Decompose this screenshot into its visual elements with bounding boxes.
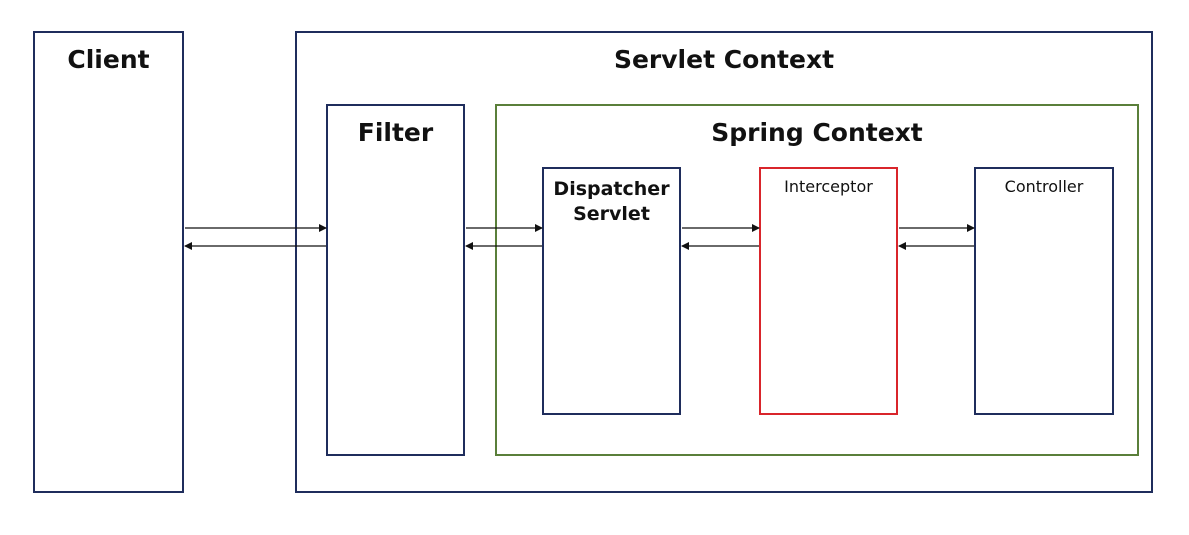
filter-box: Filter [326,104,465,456]
dispatcher-servlet-label: Dispatcher Servlet [553,178,670,225]
interceptor-label: Interceptor [784,177,873,196]
interceptor-box: Interceptor [759,167,898,415]
client-label: Client [67,45,150,74]
controller-label: Controller [1004,177,1084,196]
spring-context-box: Spring Context [495,104,1139,456]
spring-context-label: Spring Context [711,118,923,147]
client-box: Client [33,31,184,493]
filter-label: Filter [357,118,434,147]
controller-box: Controller [974,167,1114,415]
dispatcher-servlet-box: Dispatcher Servlet [542,167,681,415]
servlet-context-box: Servlet Context [295,31,1153,493]
servlet-context-label: Servlet Context [613,45,835,74]
